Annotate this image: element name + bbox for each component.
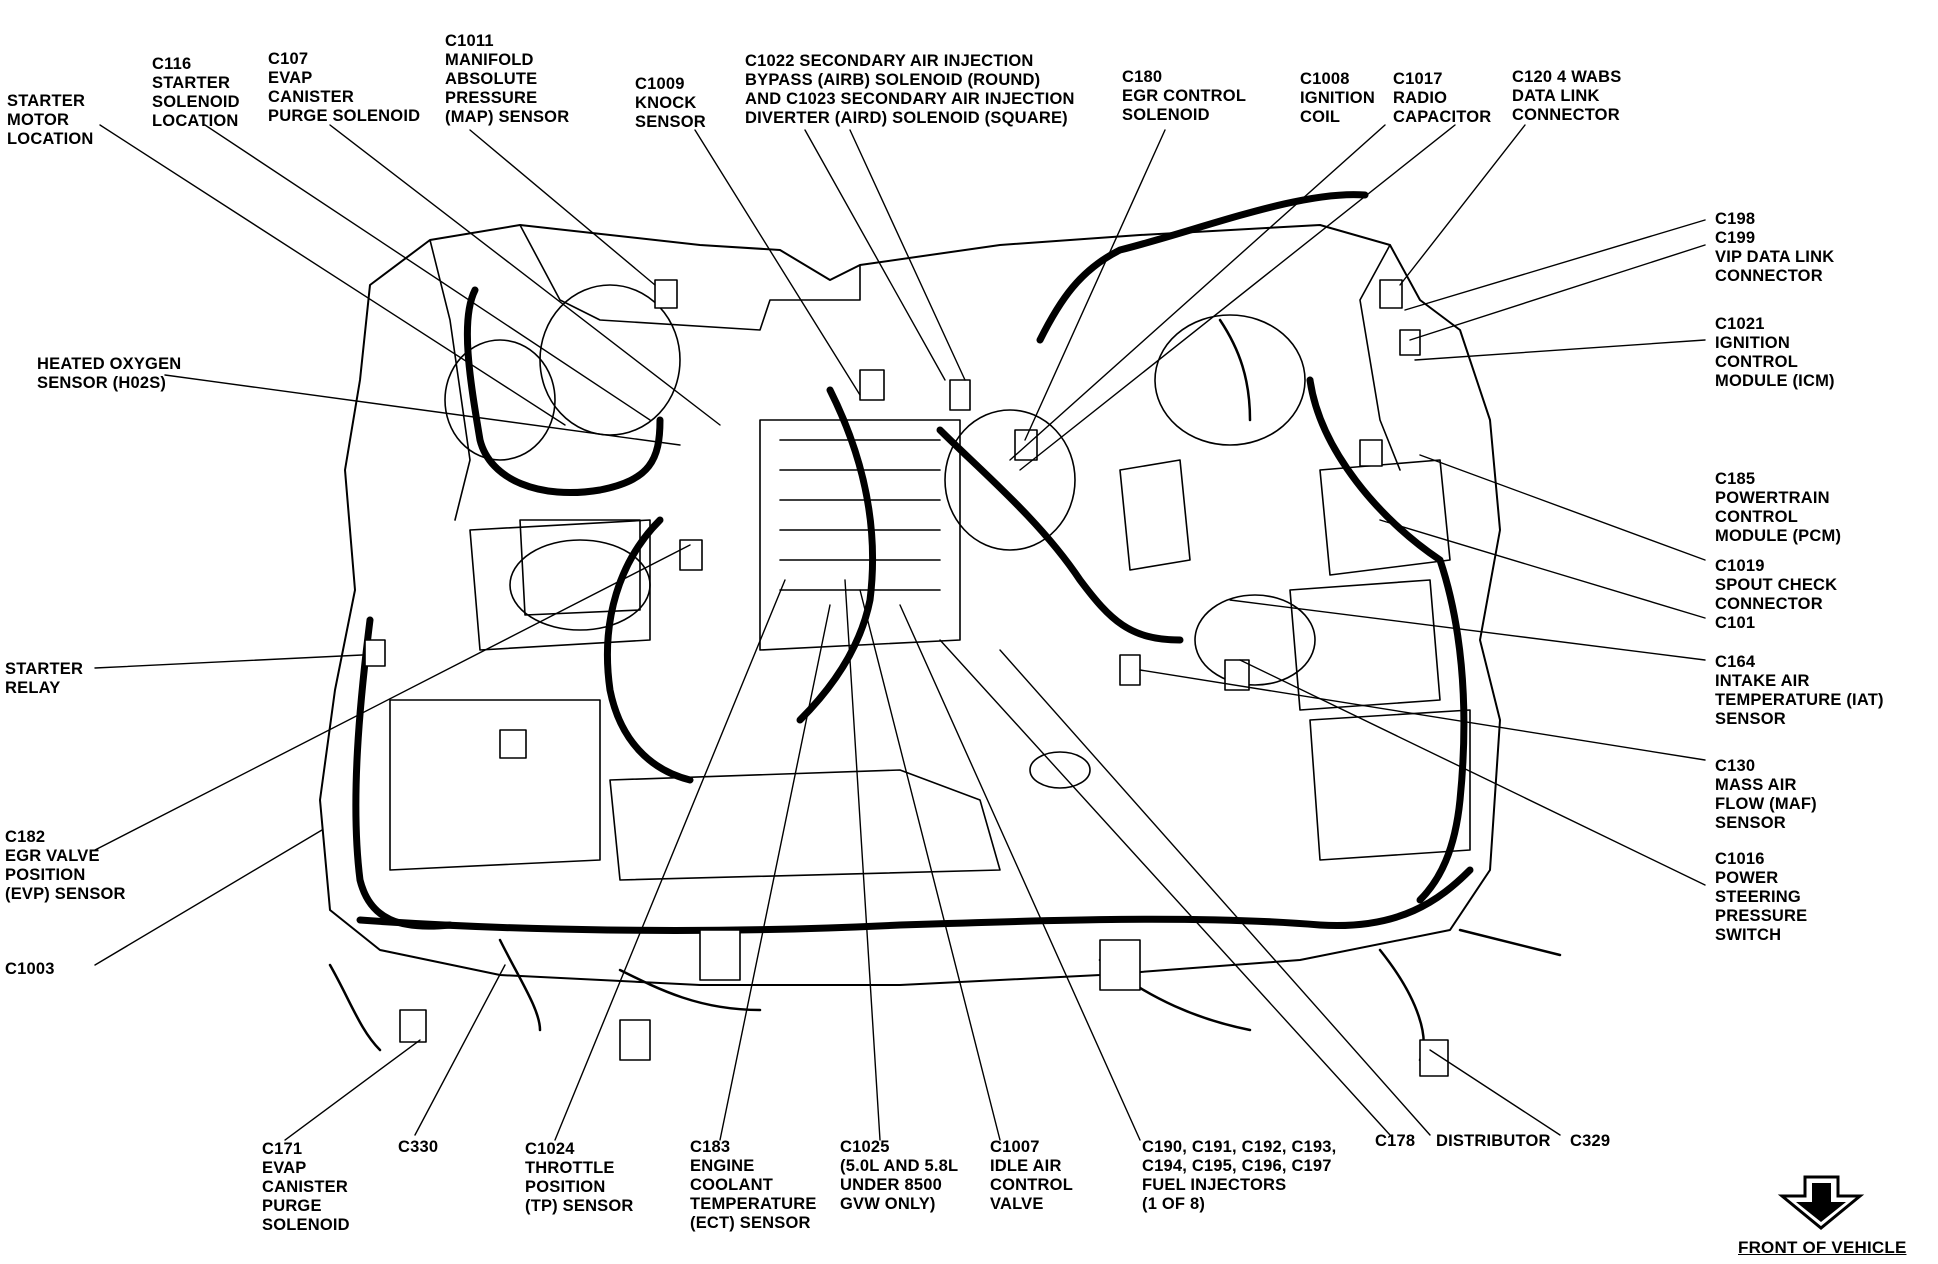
label-c330: C330 bbox=[398, 1138, 439, 1156]
engine-block-shapes bbox=[389, 284, 1471, 881]
down-arrow-icon bbox=[1777, 1175, 1865, 1230]
connectors bbox=[364, 279, 1449, 1077]
front-of-vehicle-label: FRONT OF VEHICLE bbox=[1738, 1238, 1907, 1257]
label-c329: C329 bbox=[1570, 1132, 1611, 1150]
label-c1003: C1003 bbox=[5, 960, 55, 978]
label-c190-fuel-injectors: C190, C191, C192, C193,C194, C195, C196,… bbox=[1142, 1138, 1337, 1213]
leader-lines bbox=[94, 124, 1706, 1141]
label-c178: C178 bbox=[1375, 1132, 1416, 1150]
engine-compartment-outline bbox=[319, 224, 1501, 986]
label-distributor: DISTRIBUTOR bbox=[1436, 1132, 1551, 1150]
